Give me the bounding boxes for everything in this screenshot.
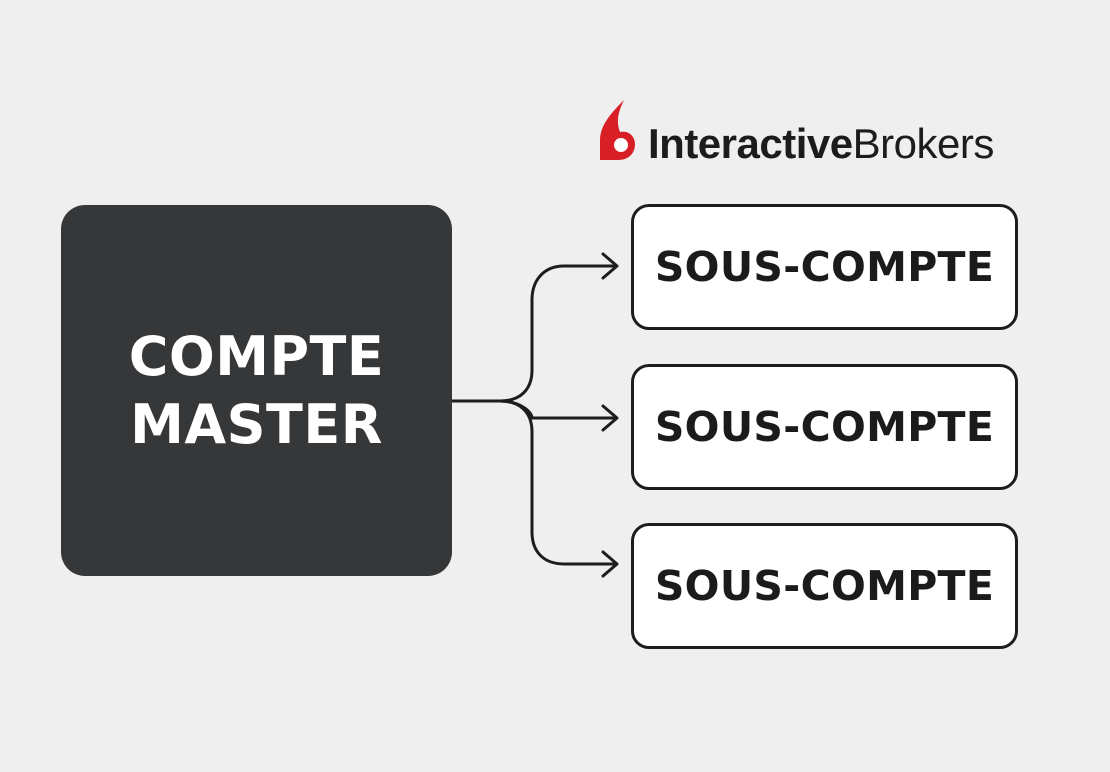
sub-account-box-2: SOUS-COMPTE	[631, 364, 1018, 490]
logo-wordmark: InteractiveBrokers	[648, 119, 994, 169]
interactive-brokers-logo: InteractiveBrokers	[598, 100, 1038, 169]
connector-to-sub-3	[498, 399, 618, 566]
connector-to-sub-1	[498, 264, 618, 403]
arrowhead-sub-1	[601, 252, 619, 280]
master-account-label: COMPTE MASTER	[129, 323, 385, 459]
master-account-box: COMPTE MASTER	[61, 205, 452, 576]
logo-text-interactive: Interactive	[648, 120, 853, 167]
sub-account-box-1: SOUS-COMPTE	[631, 204, 1018, 330]
sub-account-label: SOUS-COMPTE	[654, 243, 995, 291]
sub-account-box-3: SOUS-COMPTE	[631, 523, 1018, 649]
arrowhead-sub-2	[601, 404, 619, 432]
master-label-line2: MASTER	[130, 392, 383, 456]
ib-flame-icon	[600, 100, 635, 160]
connector-to-sub-2	[498, 399, 618, 420]
logo-text-brokers: Brokers	[852, 120, 995, 167]
master-label-line1: COMPTE	[128, 324, 385, 388]
sub-account-label: SOUS-COMPTE	[654, 562, 995, 610]
sub-account-label: SOUS-COMPTE	[654, 403, 995, 451]
arrowhead-sub-3	[601, 550, 619, 578]
